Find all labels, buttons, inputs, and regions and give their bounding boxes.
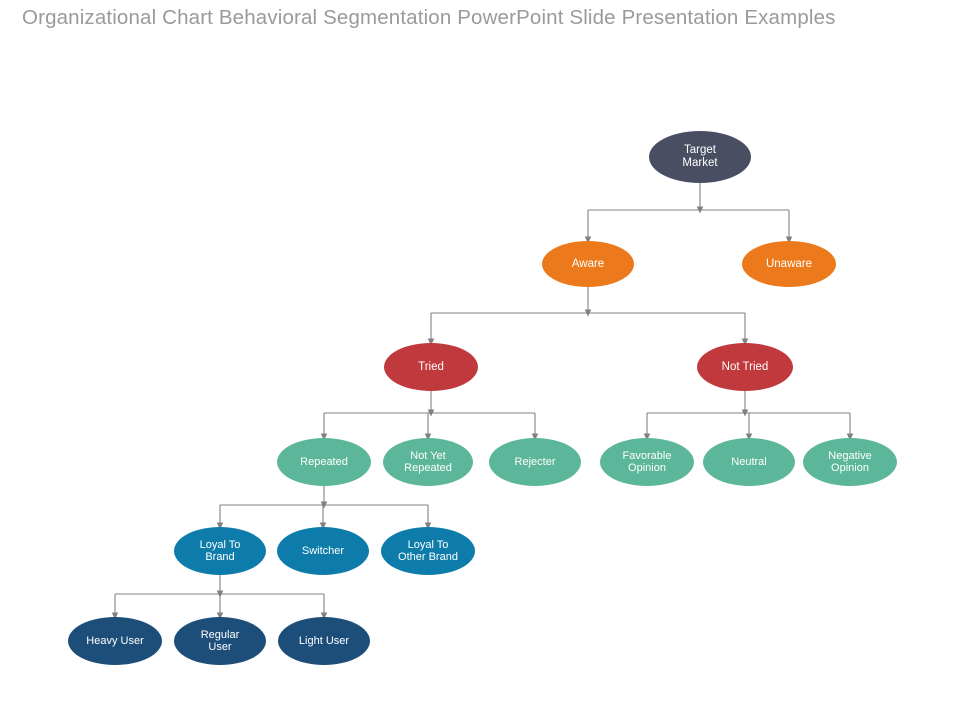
node-not-tried[interactable]: Not Tried — [697, 343, 793, 391]
node-target-market[interactable]: Target Market — [649, 131, 751, 183]
node-rejecter[interactable]: Rejecter — [489, 438, 581, 486]
page-title: Organizational Chart Behavioral Segmenta… — [22, 6, 836, 29]
node-not-yet-repeated[interactable]: Not Yet Repeated — [383, 438, 473, 486]
node-switcher[interactable]: Switcher — [277, 527, 369, 575]
node-negative-opinion[interactable]: Negative Opinion — [803, 438, 897, 486]
node-tried[interactable]: Tried — [384, 343, 478, 391]
node-aware[interactable]: Aware — [542, 241, 634, 287]
node-unaware[interactable]: Unaware — [742, 241, 836, 287]
node-loyal-to-brand[interactable]: Loyal To Brand — [174, 527, 266, 575]
node-repeated[interactable]: Repeated — [277, 438, 371, 486]
node-heavy-user[interactable]: Heavy User — [68, 617, 162, 665]
node-regular-user[interactable]: Regular User — [174, 617, 266, 665]
node-neutral[interactable]: Neutral — [703, 438, 795, 486]
node-light-user[interactable]: Light User — [278, 617, 370, 665]
node-favorable-opinion[interactable]: Favorable Opinion — [600, 438, 694, 486]
node-loyal-to-other-brand[interactable]: Loyal To Other Brand — [381, 527, 475, 575]
